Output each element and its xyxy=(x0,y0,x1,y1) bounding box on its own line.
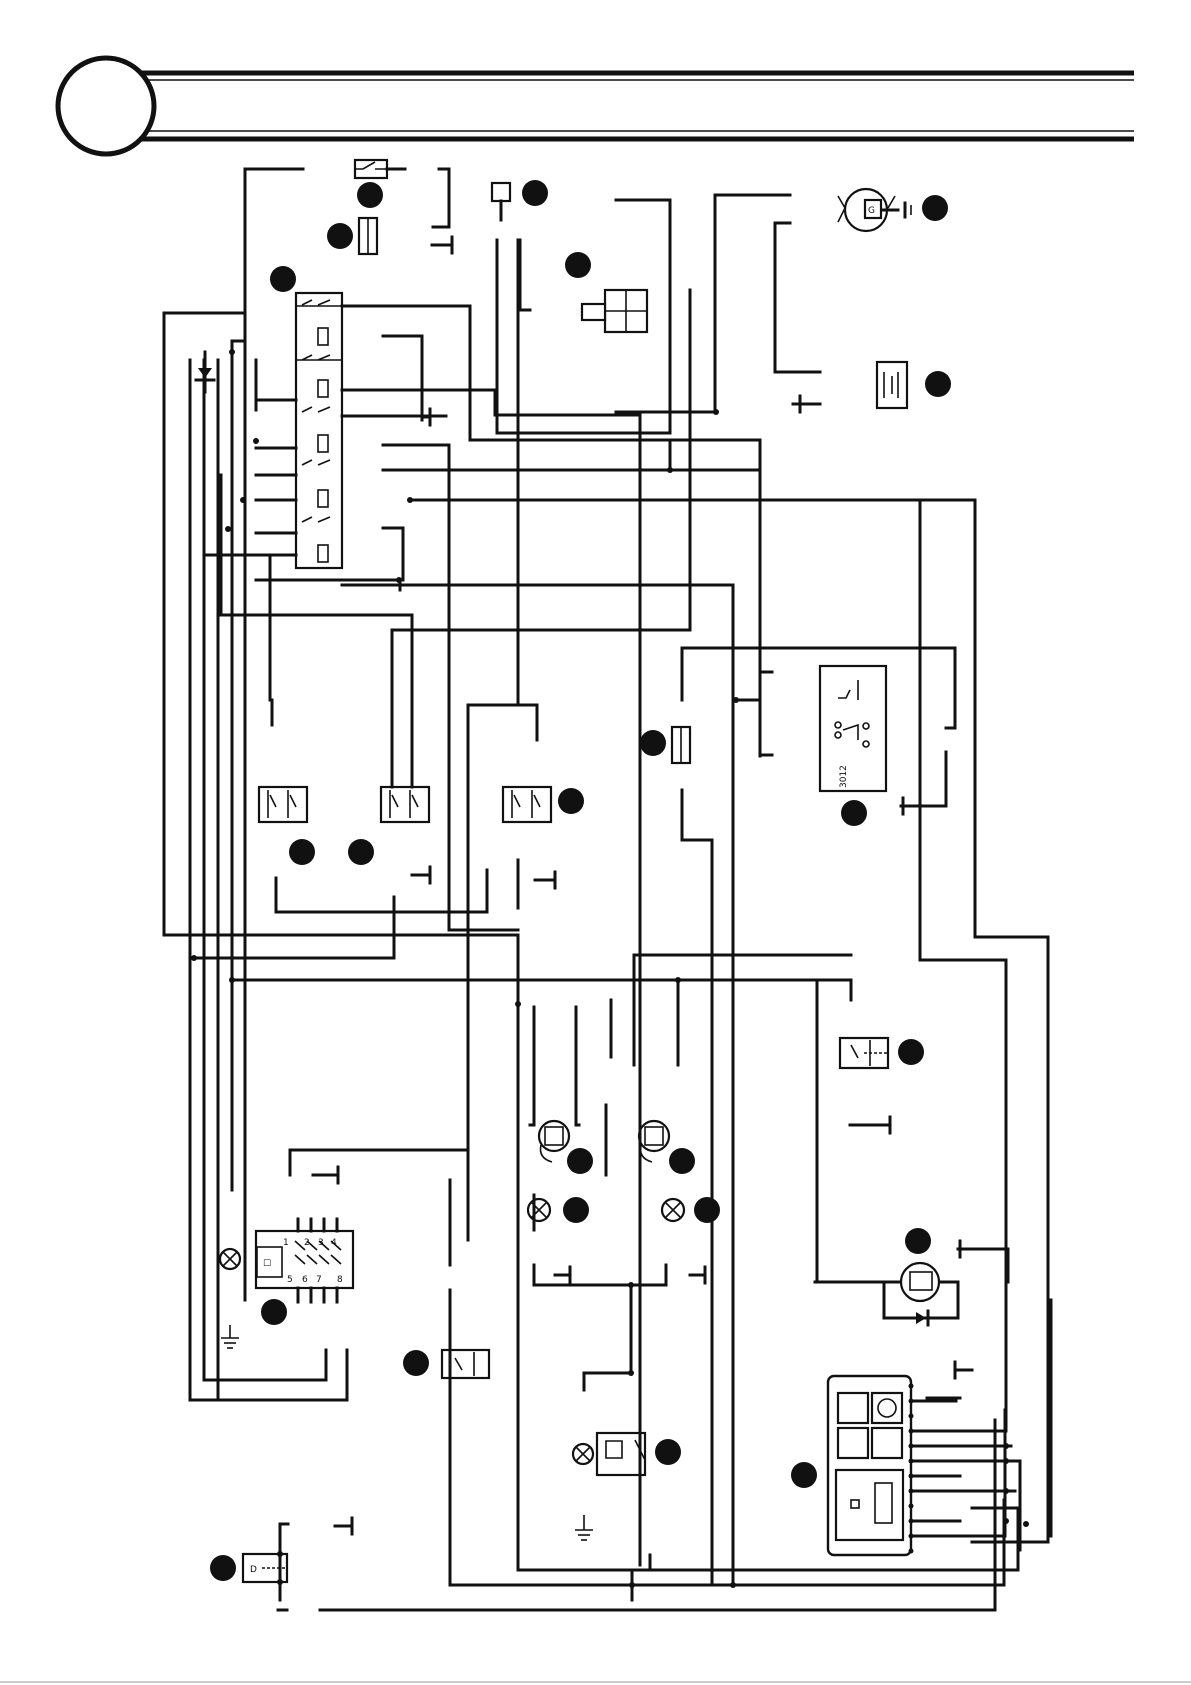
pin-label-3: 3 xyxy=(318,1238,324,1248)
pin-label-8: 8 xyxy=(337,1275,343,1285)
pin-label-2: 2 xyxy=(304,1238,310,1248)
header-number-circle xyxy=(58,58,154,154)
horns xyxy=(539,1121,669,1162)
fuse-middle xyxy=(672,727,690,763)
svg-text:G: G xyxy=(868,206,875,216)
relay-right-lower xyxy=(840,1038,888,1068)
battery xyxy=(877,362,907,408)
diode-left xyxy=(196,352,214,392)
relay-small-top xyxy=(359,218,377,254)
lamps-row xyxy=(528,1199,684,1221)
svg-text:D: D xyxy=(250,1565,257,1575)
instrument-cluster xyxy=(828,1376,914,1555)
wiper-lamp-switch xyxy=(573,1433,645,1475)
alternator: G xyxy=(838,189,911,231)
svg-text:☐: ☐ xyxy=(263,1259,271,1269)
connector-block-8pin: ☐ 1 2 3 4 5 6 7 8 xyxy=(256,1219,353,1302)
relay-plate xyxy=(296,293,342,568)
relay-unit-3012: 3012 xyxy=(820,666,886,791)
pin-label-7: 7 xyxy=(316,1275,322,1285)
pin-label-1: 1 xyxy=(283,1238,289,1248)
relay-row xyxy=(259,787,551,822)
fuse-top xyxy=(245,160,405,178)
header-bar xyxy=(58,58,1134,154)
pin-label-4: 4 xyxy=(331,1238,337,1248)
lamp-left xyxy=(220,1249,240,1269)
four-pin-connector xyxy=(582,290,647,332)
connector-top-mid xyxy=(492,183,510,220)
relay-code-label: 3012 xyxy=(839,765,849,788)
pin-label-6: 6 xyxy=(302,1275,308,1285)
pin-label-5: 5 xyxy=(287,1275,293,1285)
fan-motor xyxy=(884,1263,958,1325)
